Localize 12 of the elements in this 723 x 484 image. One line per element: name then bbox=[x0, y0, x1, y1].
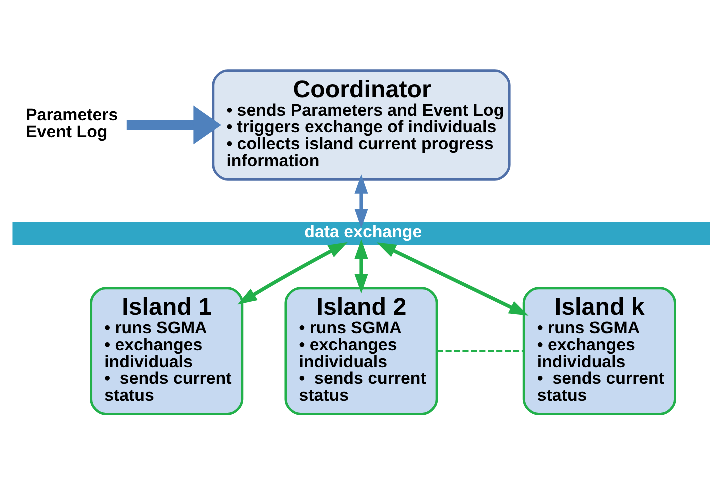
arrow bbox=[126, 105, 222, 144]
node-box: Coordinator • sends Parameters and Event Log • triggers exchange of individuals • collects island current progress information bbox=[212, 69, 511, 180]
arrow bbox=[354, 239, 368, 294]
arrow bbox=[354, 174, 368, 228]
connector bbox=[437, 350, 524, 352]
arrow bbox=[238, 242, 348, 304]
node-box: Island 2 • runs SGMA • exchanges individuals • sends current status bbox=[284, 286, 438, 415]
node-box: Island k • runs SGMA • exchanges individuals • sends current status bbox=[522, 286, 676, 415]
node-text: Parameters Event Log bbox=[26, 105, 118, 142]
node-box: data exchange bbox=[12, 222, 710, 246]
arrow bbox=[376, 242, 529, 316]
node-box: Island 1 • runs SGMA • exchanges individuals • sends current status bbox=[90, 286, 244, 415]
